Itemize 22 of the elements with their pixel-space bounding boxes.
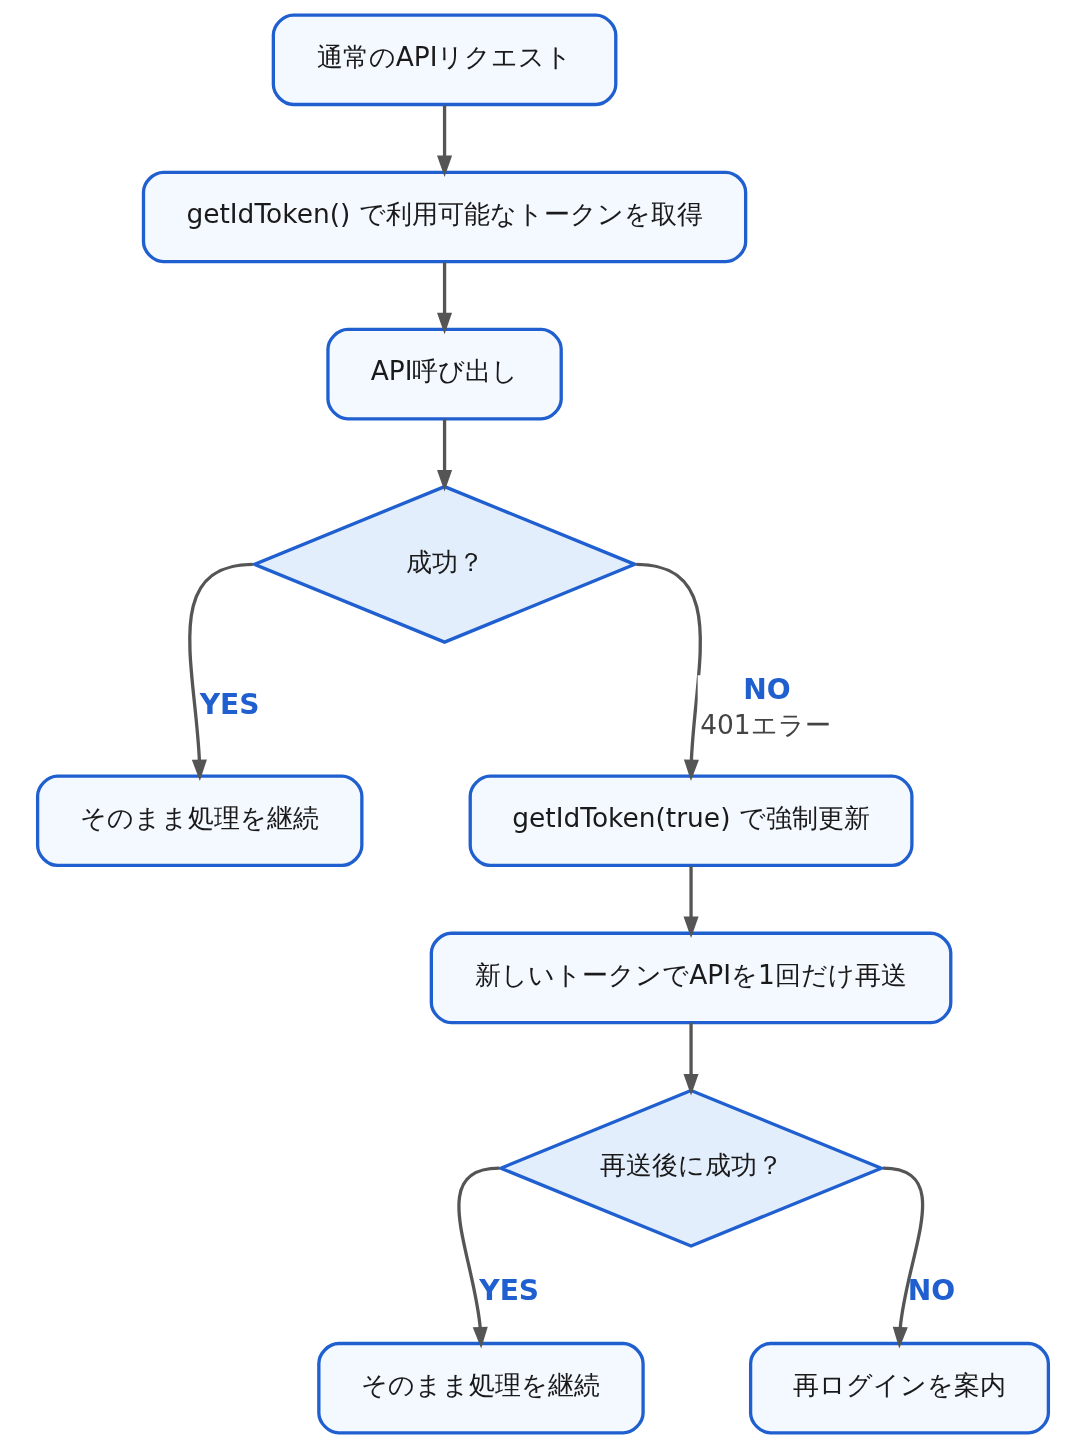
arrow bbox=[457, 1166, 500, 1349]
arrow bbox=[882, 1166, 925, 1349]
node-box: 新しいトークンでAPIを1回だけ再送 bbox=[429, 931, 953, 1025]
node-box: そのまま処理を継続 bbox=[317, 1341, 645, 1435]
arrow bbox=[683, 866, 699, 939]
edge-label: YES bbox=[199, 688, 260, 722]
node-box: getIdToken(true) で強制更新 bbox=[468, 774, 914, 868]
node-diamond: 再送後に成功？ bbox=[496, 1088, 886, 1248]
arrow bbox=[188, 562, 253, 782]
node-box: 再ログインを案内 bbox=[748, 1341, 1051, 1435]
node-box: そのまま処理を継続 bbox=[35, 774, 364, 868]
arrow bbox=[683, 1022, 699, 1096]
arrow bbox=[437, 419, 453, 492]
node-box: 通常のAPIリクエスト bbox=[271, 13, 618, 107]
node-box: API呼び出し bbox=[326, 327, 563, 421]
arrow bbox=[437, 105, 453, 178]
arrow bbox=[636, 562, 702, 782]
node-box: getIdToken() で利用可能なトークンを取得 bbox=[141, 170, 748, 264]
edge-label: NO 401エラー bbox=[700, 672, 831, 740]
edge-label: YES bbox=[479, 1273, 540, 1307]
edge-label: NO bbox=[907, 1273, 956, 1307]
arrow bbox=[437, 262, 453, 335]
